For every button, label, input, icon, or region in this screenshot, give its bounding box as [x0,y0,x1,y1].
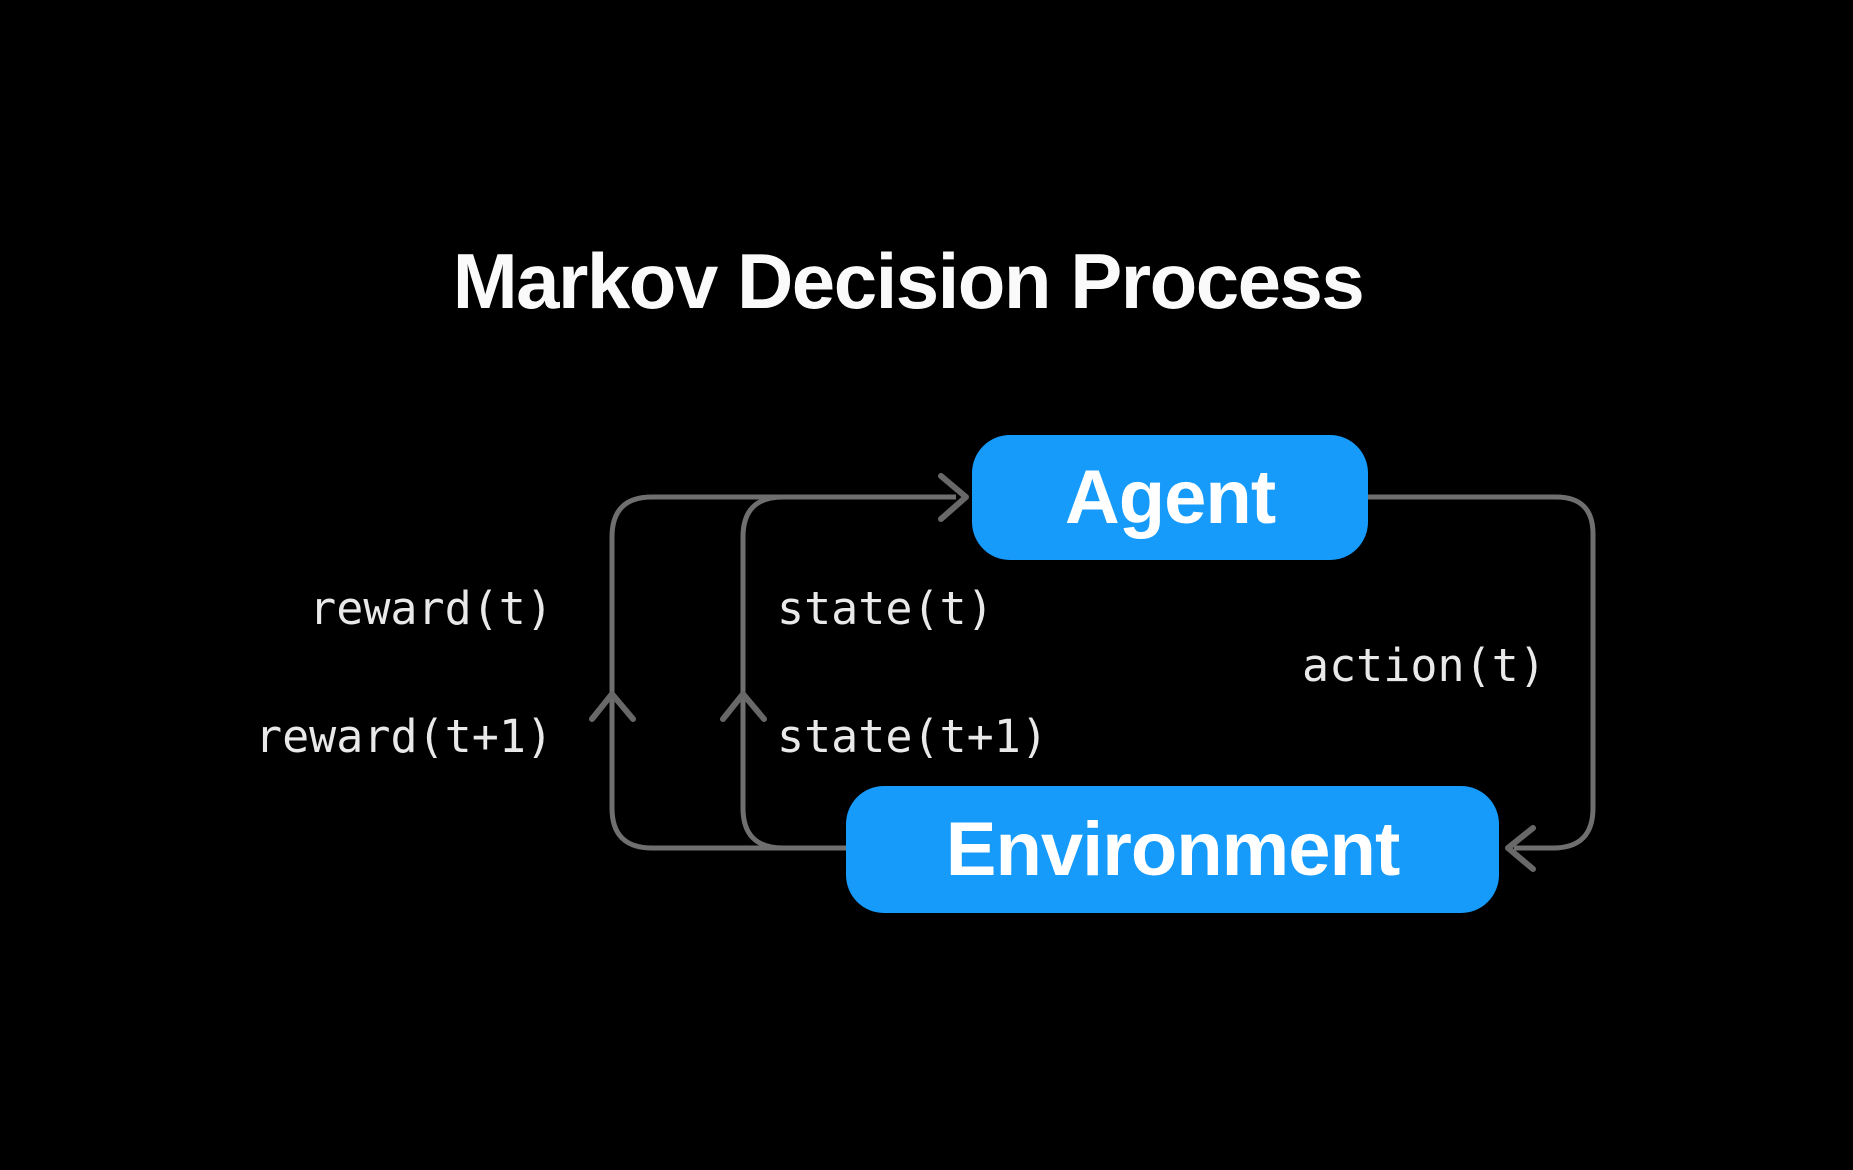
agent-arrowhead-icon [938,473,969,522]
action-t-label: action(t) [1302,639,1546,692]
environment-node-label: Environment [945,807,1400,892]
diagram-title: Markov Decision Process [452,237,1365,325]
reward-up-arrowhead-icon [589,691,636,722]
action-loop-line [1368,494,1596,851]
state-t-plus-1-label: state(t+1) [777,710,1048,763]
state-loop-line [740,494,784,851]
environment-node: Environment [846,786,1499,913]
reward-loop-line [609,494,956,851]
environment-arrowhead-icon [1505,825,1536,872]
state-up-arrowhead-icon [720,691,767,722]
agent-node: Agent [972,435,1368,560]
reward-t-label: reward(t) [309,582,553,635]
state-t-label: state(t) [777,582,994,635]
reward-t-plus-1-label: reward(t+1) [254,710,553,763]
agent-node-label: Agent [1064,455,1276,540]
